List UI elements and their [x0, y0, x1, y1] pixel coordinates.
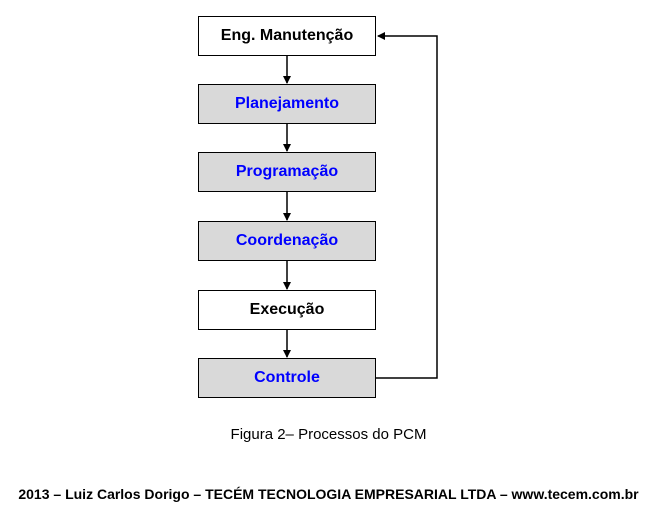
- node-programacao: Programação: [198, 152, 376, 192]
- pcm-process-diagram: Eng. Manutenção Planejamento Programação…: [198, 16, 438, 398]
- node-coordenacao: Coordenação: [198, 221, 376, 261]
- node-eng-manutencao: Eng. Manutenção: [198, 16, 376, 56]
- arrow-controle-to-eng-feedback: [376, 32, 438, 379]
- node-label: Planejamento: [234, 95, 340, 112]
- figure-caption: Figura 2– Processos do PCM: [230, 426, 427, 443]
- node-label: Execução: [249, 301, 325, 318]
- diagram-connectors: [283, 32, 438, 379]
- node-planejamento: Planejamento: [198, 84, 376, 124]
- node-controle: Controle: [198, 358, 376, 398]
- node-label: Controle: [254, 369, 320, 386]
- node-execucao: Execução: [198, 290, 376, 330]
- node-label: Eng. Manutenção: [220, 27, 354, 44]
- page-footer: 2013 – Luiz Carlos Dorigo – TECÉM TECNOL…: [18, 486, 639, 502]
- node-label: Coordenação: [235, 232, 339, 249]
- node-label: Programação: [235, 163, 339, 180]
